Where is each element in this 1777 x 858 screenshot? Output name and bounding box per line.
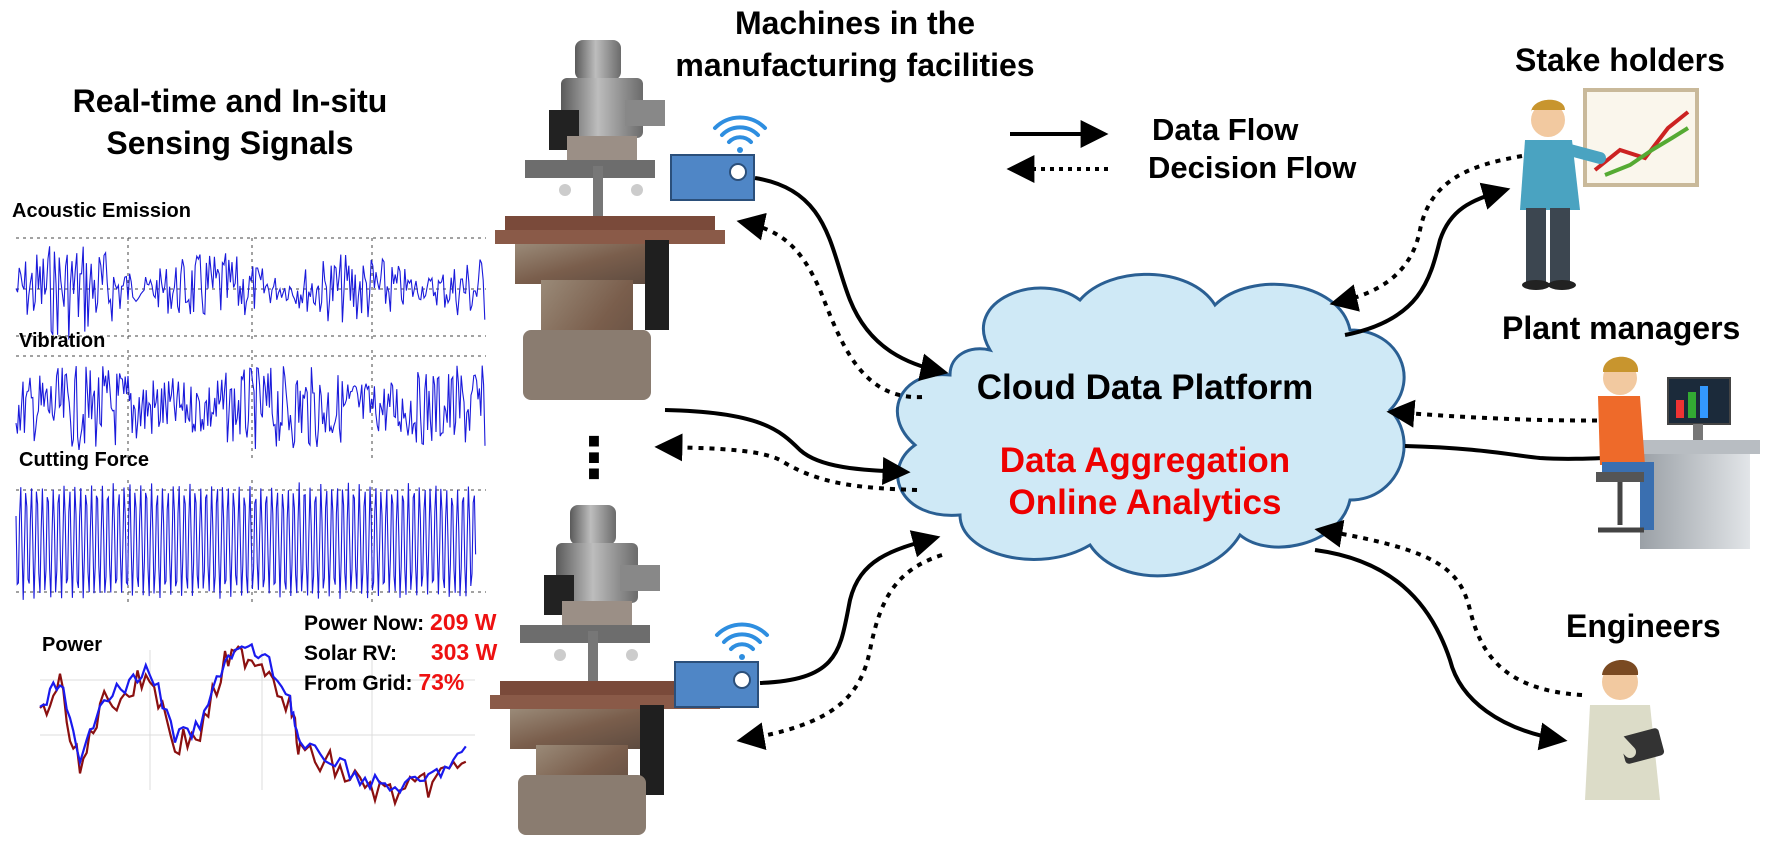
decision-flow-arrow [736, 212, 923, 400]
sensor-device-top [670, 115, 767, 201]
signals-title-line1: Real-time and In-situ [72, 83, 388, 119]
data-flow-arrow [1314, 548, 1568, 751]
plant-manager-figure [1596, 356, 1760, 549]
machines-title-line2: manufacturing facilities [675, 47, 1035, 83]
power-now-label: Power Now: [304, 612, 425, 635]
legend-arrows [1006, 120, 1109, 183]
vibration-label: Vibration [19, 330, 106, 352]
solar-rv-label: Solar RV: [304, 642, 397, 665]
power-readout: Power Now: 209 W Solar RV: 303 W From Gr… [304, 608, 497, 698]
decision-flow-arrow [736, 553, 943, 751]
acoustic-emission-label: Acoustic Emission [12, 200, 191, 222]
from-grid-value: 73% [418, 669, 465, 695]
data-flow-arrow [759, 530, 941, 685]
sensor-device-bottom [674, 622, 769, 708]
power-plot [39, 642, 475, 807]
power-now-value: 209 W [430, 609, 497, 635]
signals-title: Real-time and In-situ Sensing Signals [40, 80, 420, 164]
stakeholders-label: Stake holders [1515, 42, 1725, 78]
more-machines-ellipsis: ⋮ [566, 426, 622, 489]
wifi-icon [715, 622, 769, 660]
wifi-icon [713, 115, 767, 153]
cutting-force-plot [15, 480, 486, 605]
milling-machine-bottom [490, 505, 720, 835]
cloud-line-analytics: Online Analytics [1008, 483, 1282, 522]
signals-title-line2: Sensing Signals [106, 125, 354, 161]
engineers-label: Engineers [1566, 608, 1721, 644]
decision-flow-arrow [654, 433, 918, 492]
legend-data-flow: Data Flow [1152, 112, 1299, 147]
engineer-figure [1585, 660, 1665, 800]
acoustic-emission-plot [15, 237, 486, 340]
decision-flow-arrow [1386, 399, 1631, 428]
from-grid-label: From Grid: [304, 672, 413, 695]
solar-rv-value: 303 W [430, 639, 498, 665]
cutting-force-label: Cutting Force [19, 449, 149, 471]
machines-title: Machines in the manufacturing facilities [640, 2, 1070, 86]
cloud-subtitle: Data Aggregation Online Analytics [950, 440, 1340, 524]
decision-flow-arrow [1314, 519, 1583, 697]
cloud-line-aggregation: Data Aggregation [999, 441, 1291, 480]
data-flow-arrow [664, 408, 911, 485]
data-flow-arrow [1344, 182, 1511, 337]
vibration-waveform [15, 365, 486, 451]
vibration-plot [15, 350, 486, 460]
cloud-shape [896, 272, 1406, 578]
power-label: Power [42, 634, 103, 656]
plant-managers-label: Plant managers [1502, 310, 1741, 346]
milling-machine-top [495, 40, 725, 400]
cloud-title: Cloud Data Platform [976, 368, 1314, 407]
power-series-blue [39, 642, 467, 795]
legend-decision-flow: Decision Flow [1148, 150, 1357, 185]
stakeholder-figure [1520, 88, 1699, 290]
flow-arrows [654, 176, 949, 751]
data-flow-arrow [754, 176, 949, 382]
cutting-force-waveform [15, 482, 477, 600]
machines-title-line1: Machines in the [734, 5, 976, 41]
acoustic-emission-waveform [15, 246, 486, 340]
data-flow-arrow [1404, 443, 1638, 472]
decision-flow-arrow [1329, 154, 1523, 312]
